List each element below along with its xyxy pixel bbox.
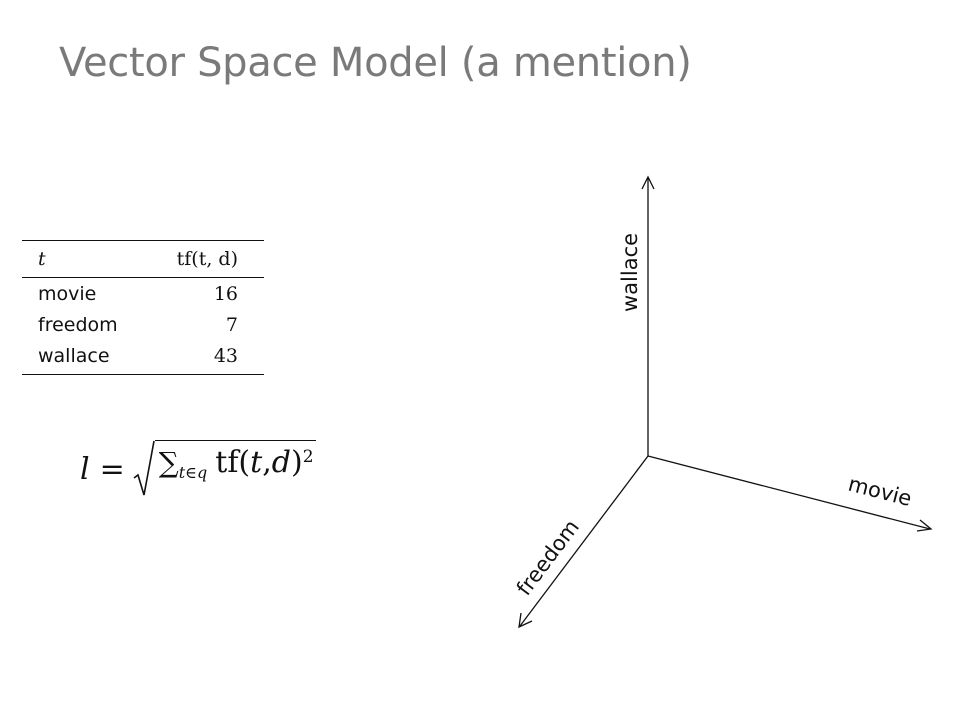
formula-sum: ∑ bbox=[158, 446, 179, 479]
freedom-axis-label: freedom bbox=[512, 515, 584, 600]
cell-term: movie bbox=[38, 282, 97, 305]
table-header-row: t tf(t, d) bbox=[22, 240, 264, 278]
term-frequency-table: t tf(t, d) movie 16 freedom 7 wallace 43 bbox=[22, 240, 264, 375]
cell-tf: 16 bbox=[213, 282, 238, 305]
formula-radicand: ∑ t∈q tf( t , d ) 2 bbox=[154, 440, 316, 491]
freedom-axis bbox=[519, 455, 649, 627]
formula-exponent: 2 bbox=[302, 447, 314, 467]
square-root: ∑ t∈q tf( t , d ) 2 bbox=[133, 440, 316, 498]
formula-lhs: l bbox=[80, 451, 90, 487]
cell-term: wallace bbox=[22, 340, 153, 375]
header-term: t bbox=[22, 240, 153, 278]
wallace-arrowhead-icon bbox=[641, 175, 655, 190]
table-row: freedom 7 bbox=[22, 309, 264, 340]
cell-term: freedom bbox=[38, 313, 118, 336]
formula-comma: , bbox=[262, 445, 272, 480]
formula-tf: tf( bbox=[215, 445, 251, 480]
freedom-arrowhead-icon bbox=[518, 612, 533, 629]
table-row: wallace 43 bbox=[22, 340, 264, 375]
movie-axis bbox=[647, 455, 931, 530]
radical-sign-icon bbox=[133, 440, 155, 496]
wallace-axis-label: wallace bbox=[618, 233, 642, 312]
movie-axis-label: movie bbox=[846, 472, 914, 511]
cell-tf: 7 bbox=[225, 313, 238, 336]
header-tf: tf(t, d) bbox=[152, 240, 264, 278]
formula-equals: = bbox=[99, 451, 125, 487]
formula-close: ) bbox=[290, 445, 303, 480]
movie-arrowhead-icon bbox=[916, 519, 933, 532]
formula-d: d bbox=[271, 445, 291, 480]
formula-sum-subscript: t∈q bbox=[178, 463, 208, 482]
formula-t: t bbox=[250, 445, 263, 480]
length-formula: l = ∑ t∈q tf( t , d ) 2 bbox=[80, 440, 316, 498]
cell-tf: 43 bbox=[152, 340, 264, 375]
slide-title: Vector Space Model (a mention) bbox=[59, 40, 692, 86]
table-row: movie 16 bbox=[22, 278, 264, 310]
